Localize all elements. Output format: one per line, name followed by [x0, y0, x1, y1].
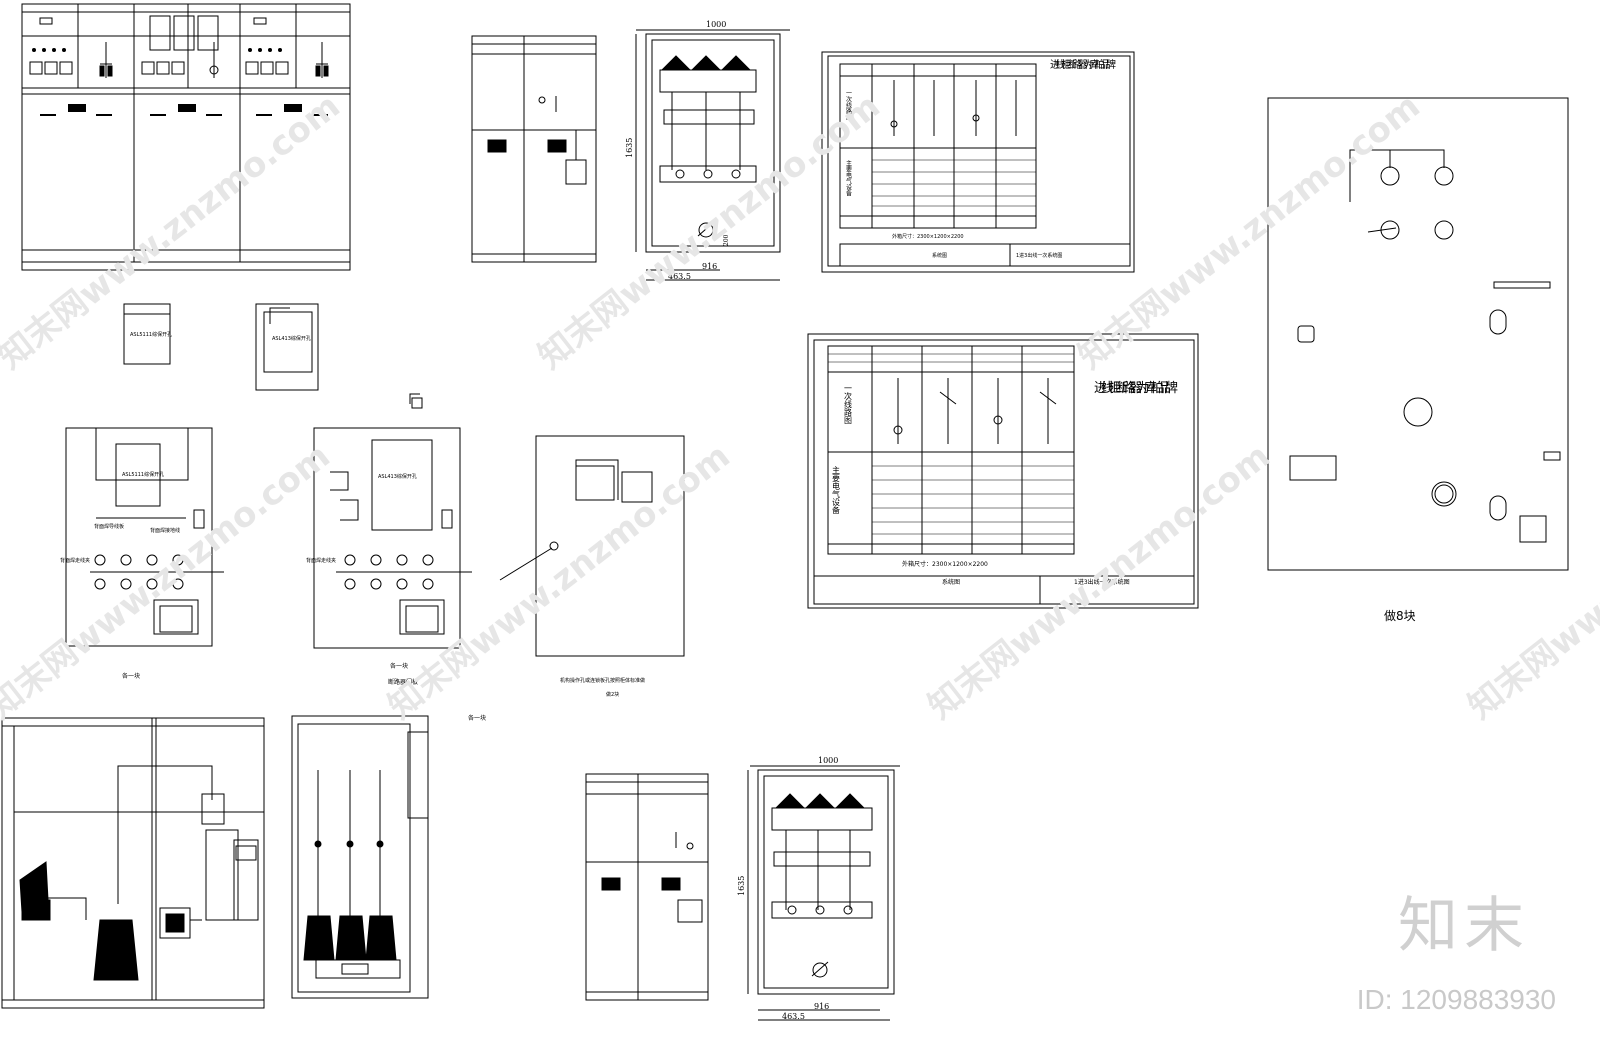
- sheet2-equip-label: 主要电气设备: [832, 465, 841, 515]
- panel1-holes: [90, 554, 224, 590]
- sheet1-table-rows: [872, 159, 1036, 207]
- cutout-asl5111: ASL5111综保开孔: [123, 303, 172, 365]
- sheet2-title-block: 1进3出线一次系统图: [1074, 578, 1130, 586]
- door-panel-2: ASL413综保开孔 背面焊走线夹 各一块 断路器门板: [306, 393, 472, 686]
- cabinet-side-section: 各一块: [291, 714, 486, 999]
- sheet1-note-title: 进线柜断路器为库柏品牌: [1050, 58, 1116, 71]
- door-panel-1: ASL5111综保开孔 背面焊导线板 背面焊接地线 背面焊走线夹 各一块: [60, 427, 224, 680]
- sheet1-single-line: [890, 80, 1017, 136]
- panel1-wireclamp-label: 背面焊走线夹: [60, 557, 90, 564]
- cabinet-section-bottom: 1000 1635 916 463.5: [737, 756, 900, 1021]
- panel2-holes: [336, 554, 472, 590]
- cutout-asl413: ASL413综保开孔: [255, 303, 319, 391]
- dim-height-top: 1635: [625, 138, 634, 158]
- sheet2-system-chart: 系统图: [942, 578, 960, 586]
- cabinet-front-view-top: [471, 35, 597, 263]
- panel2-cutout-label: ASL413综保开孔: [378, 473, 417, 480]
- brand-logo: 知末: [1398, 891, 1530, 961]
- sheet1-outer-size: 外箱尺寸：2300×1200×2200: [892, 233, 964, 240]
- dim-depth-a-bottom: 916: [814, 1002, 829, 1011]
- sheet1-system-chart: 系统图: [932, 252, 947, 259]
- indicator-lamps: [32, 48, 282, 52]
- side-section-caption: 各一块: [468, 714, 486, 722]
- big-plate-caption: 做8块: [1384, 608, 1416, 623]
- meter-boxes: [29, 15, 289, 75]
- dim-width-bottom: 1000: [818, 756, 838, 765]
- panel1-ground-label: 背面焊接地线: [150, 527, 180, 534]
- sheet2-table-rows: [828, 353, 1074, 535]
- dim-width-top: 1000: [706, 20, 726, 29]
- door-panel-3: 机构操作孔或连锁板孔按照柜体标准做 做2块: [499, 435, 685, 698]
- dim-height-bottom: 1635: [737, 876, 746, 896]
- dim-depth-a-top: 916: [702, 262, 717, 271]
- panel1-wire-label: 背面焊导线板: [94, 523, 124, 530]
- panel1-caption: 各一块: [122, 672, 140, 680]
- dim-depth-b-top: 463.5: [668, 272, 691, 281]
- busbar-insulators-top: [659, 55, 757, 238]
- switchgear-front-elevation: [21, 3, 351, 271]
- image-id: ID: 1209883930: [1356, 984, 1556, 1015]
- sheet2-single-line: [893, 378, 1057, 444]
- cabinet-front-view-bottom: [585, 773, 709, 1001]
- watermark-text: 知末网www.znzmo.com: [0, 86, 348, 377]
- panel2-wireclamp-label: 背面焊走线夹: [306, 557, 336, 564]
- panel3-subcaption: 做2块: [606, 691, 619, 698]
- mimic-diagrams: [99, 42, 329, 78]
- system-sheet-large: 一次线路图 主要电气设备 进线柜断路器为库柏品牌 外箱尺寸：2300×1200×…: [807, 333, 1199, 609]
- sheet1-title-block: 1进3出线一次系统图: [1016, 252, 1062, 259]
- watermarks: 知末网www.znzmo.com 知末网www.znzmo.com 知末网www…: [0, 86, 1600, 727]
- dim-depth-b-bottom: 463.5: [782, 1012, 805, 1021]
- sheet1-equip-label: 主要电气设备: [845, 159, 852, 197]
- watermark-text: 知末网www.znzmo.com: [1461, 436, 1600, 727]
- panel2-caption: 各一块: [390, 662, 408, 670]
- busbar-insulators-bottom: [771, 793, 873, 978]
- panel3-caption: 机构操作孔或连锁板孔按照柜体标准做: [560, 677, 645, 684]
- sheet2-outer-size: 外箱尺寸：2300×1200×2200: [902, 560, 988, 568]
- door-handles: [40, 104, 328, 116]
- big-plate: 做8块: [1267, 97, 1569, 623]
- cutout-asl413-label: ASL413综保开孔: [272, 335, 311, 342]
- cutout-asl5111-label: ASL5111综保开孔: [130, 331, 172, 338]
- system-sheet-small: 一次线路图 主要电气设备 进线柜断路器为库柏品牌 外箱尺寸：2300×1200×…: [821, 51, 1135, 273]
- cabinet-internal-elevation: [1, 717, 265, 1009]
- sheet1-vertical-label: 一次线路图: [845, 90, 852, 121]
- sheet2-note-title: 进线柜断路器为库柏品牌: [1094, 380, 1178, 396]
- sheet2-vertical-label: 一次线路图: [844, 384, 853, 425]
- dim-small-top: 200: [723, 234, 730, 246]
- cabinet-section-top: 1000 1635 916 463.5 200: [625, 20, 790, 281]
- panel1-cutout-label: ASL5111综保开孔: [122, 471, 164, 478]
- panel2-subcaption: 断路器门板: [388, 678, 418, 686]
